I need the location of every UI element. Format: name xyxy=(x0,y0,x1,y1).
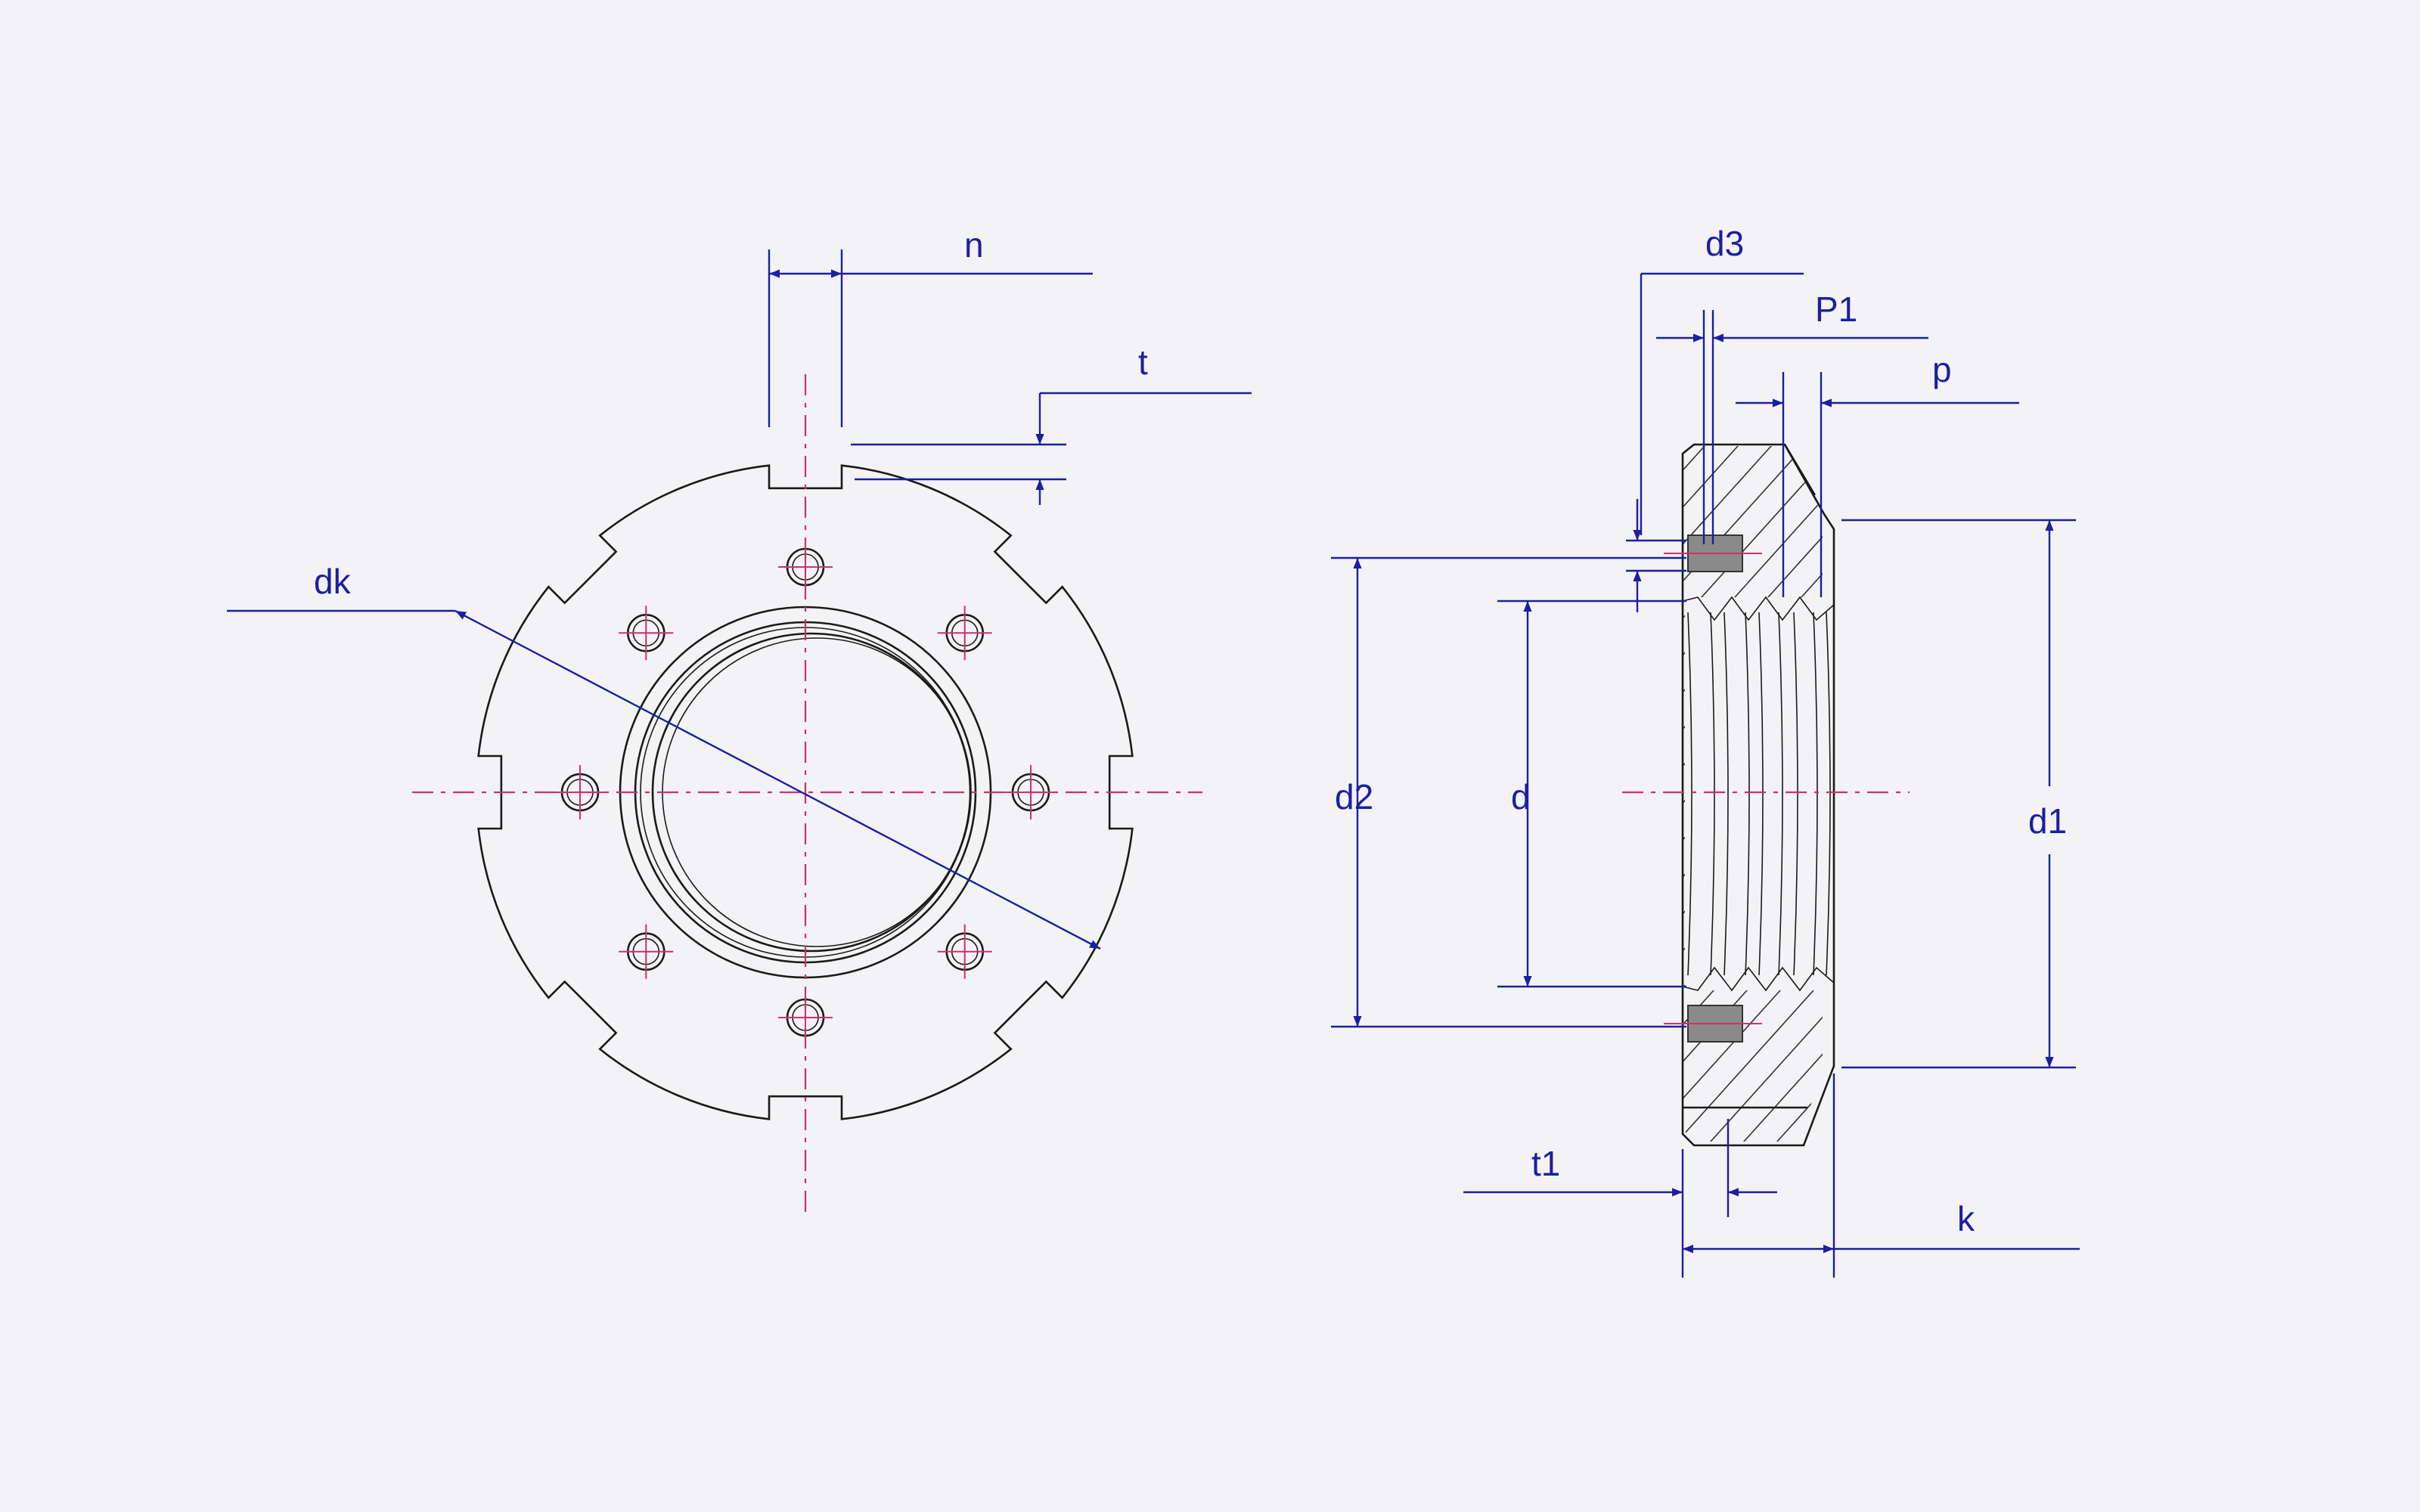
hatch-line xyxy=(1883,416,2420,1172)
hatch-line xyxy=(1683,446,1823,1142)
hatch-line xyxy=(2083,416,2420,1172)
d2-dimension: d2 xyxy=(1331,556,1686,1028)
hatch-line xyxy=(1683,446,1823,1142)
hatch-line xyxy=(1782,446,1823,1142)
hatch-line xyxy=(1950,416,2420,1172)
thread-line xyxy=(1723,612,1729,976)
hatch-line xyxy=(2249,416,2420,1172)
label-t: t xyxy=(1138,342,1148,382)
chamfer-edge-top xyxy=(1783,444,1817,496)
hatch-line xyxy=(2049,416,2420,1172)
hatch-line xyxy=(2216,416,2420,1172)
label-d: d xyxy=(1511,777,1531,816)
label-dk: dk xyxy=(314,562,352,601)
label-n: n xyxy=(964,225,984,265)
hatch-line xyxy=(1683,446,1823,1142)
side-section-view: d3 P1 p d2 d xyxy=(718,224,2420,1278)
hatch-line xyxy=(2016,416,2420,1172)
hatch-line xyxy=(2149,416,2420,1172)
hatch-line xyxy=(2183,416,2420,1172)
d1-dimension: d1 xyxy=(1841,519,2076,1069)
dk-dimension: dk xyxy=(227,562,1101,950)
hatch-line xyxy=(1683,446,1823,1142)
hatch-line xyxy=(1683,446,1823,1142)
label-d2: d2 xyxy=(1335,777,1373,816)
p-dimension: p xyxy=(1736,350,2019,597)
t-dimension: t xyxy=(851,342,1252,505)
hatch-line xyxy=(718,416,1399,1172)
label-k: k xyxy=(1957,1199,1975,1238)
hatch-line xyxy=(2349,416,2420,1172)
hatch-line xyxy=(1683,446,1823,1142)
d3-dimension: d3 xyxy=(1626,224,1804,612)
label-d3: d3 xyxy=(1705,224,1744,263)
hatch-line xyxy=(2282,416,2420,1172)
hatch-line xyxy=(818,416,1499,1172)
hatch-line xyxy=(918,416,1599,1172)
hatch-line xyxy=(2316,416,2420,1172)
hatch-line xyxy=(1683,446,1733,1142)
hatch-line xyxy=(2415,416,2420,1172)
p1-dimension: P1 xyxy=(1656,290,1928,544)
hatch-line xyxy=(1983,416,2420,1172)
n-dimension: n xyxy=(768,225,1093,427)
k-dimension: k xyxy=(1683,1074,2080,1278)
hatch-line xyxy=(752,416,1432,1172)
label-d1: d1 xyxy=(2028,801,2067,841)
hatch-line xyxy=(1916,416,2420,1172)
hatch-line xyxy=(2382,416,2420,1172)
t1-dimension: t1 xyxy=(1463,1119,1777,1278)
front-view: dk n t xyxy=(227,225,1252,1213)
hatch-line xyxy=(852,416,1532,1172)
hatch-line xyxy=(1683,446,1823,1142)
hatch-line xyxy=(1683,446,1823,1142)
label-P1: P1 xyxy=(1815,290,1857,329)
hatch-line xyxy=(1816,446,1823,1142)
thread-profile xyxy=(1682,596,1835,992)
hatch-line xyxy=(1683,446,1823,1142)
thread-line xyxy=(1778,612,1783,976)
hatch-line xyxy=(1850,416,2420,1172)
hatch-line xyxy=(1683,446,1799,1142)
hatch-line xyxy=(1683,446,1823,1142)
hatch-line xyxy=(1749,446,1823,1142)
label-t1: t1 xyxy=(1531,1144,1560,1183)
hatch-line xyxy=(1683,446,1766,1142)
hatch-line xyxy=(1683,446,1823,1142)
section-hatching xyxy=(718,416,2420,1172)
hatch-line xyxy=(885,416,1565,1172)
d-dimension: d xyxy=(1497,600,1686,988)
hatch-line xyxy=(2116,416,2420,1172)
label-p: p xyxy=(1932,350,1952,389)
hatch-line xyxy=(985,416,1665,1172)
